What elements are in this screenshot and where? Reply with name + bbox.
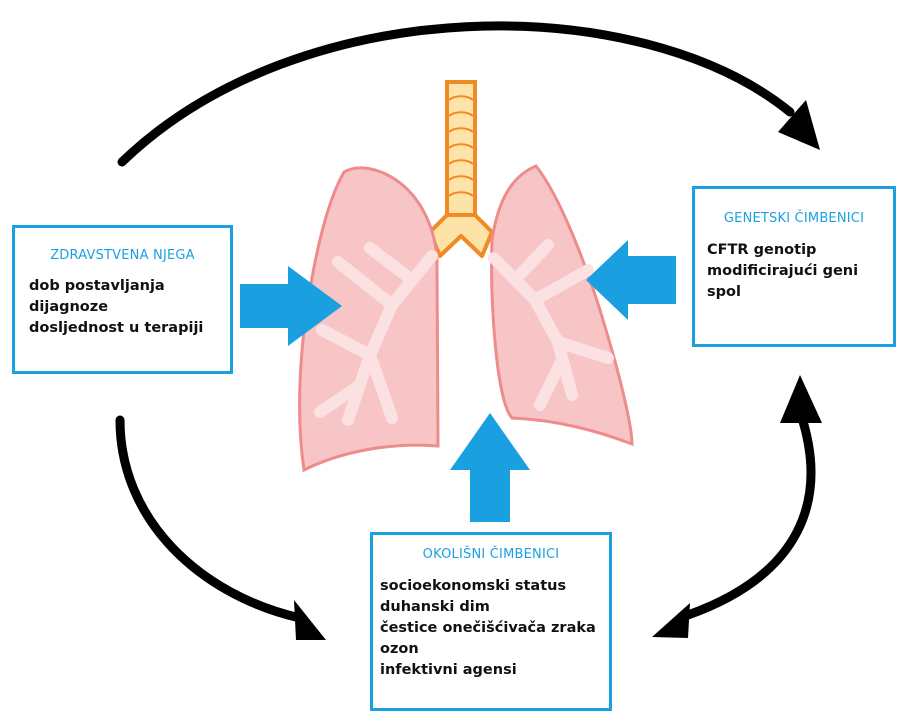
health-care-list: dob postavljanja dijagnoze dosljednost u… — [29, 276, 230, 339]
environmental-factors-item: duhanski dim — [380, 597, 609, 618]
left-arrowhead-icon — [294, 600, 326, 640]
environmental-factors-item: ozon — [380, 639, 609, 660]
health-care-box: ZDRAVSTVENA NJEGA dob postavljanja dijag… — [12, 225, 233, 374]
genetic-factors-item: spol — [707, 282, 893, 303]
right-up-arrowhead-icon — [780, 375, 822, 423]
environmental-factors-item: infektivni agensi — [380, 660, 609, 681]
health-care-title: ZDRAVSTVENA NJEGA — [15, 248, 230, 263]
right-arrowhead-icon — [652, 603, 690, 638]
environmental-factors-box: OKOLIŠNI ČIMBENICI socioekonomski status… — [370, 532, 612, 711]
trachea-icon — [430, 82, 492, 256]
genetic-factors-list: CFTR genotip modificirajući geni spol — [707, 240, 893, 303]
genetic-factors-box: GENETSKI ČIMBENICI CFTR genotip modifici… — [692, 186, 896, 347]
health-care-item: dob postavljanja — [29, 276, 230, 297]
right-lung-icon — [492, 166, 632, 444]
right-cycle-arrow — [688, 412, 811, 615]
health-care-item: dosljednost u terapiji — [29, 318, 230, 339]
arrow-up-to-lungs-icon — [450, 413, 530, 522]
environmental-factors-list: socioekonomski status duhanski dim česti… — [380, 576, 609, 681]
left-cycle-arrow — [120, 420, 300, 618]
genetic-factors-item: CFTR genotip — [707, 240, 893, 261]
health-care-item: dijagnoze — [29, 297, 230, 318]
genetic-factors-title: GENETSKI ČIMBENICI — [695, 211, 893, 226]
genetic-factors-item: modificirajući geni — [707, 261, 893, 282]
environmental-factors-title: OKOLIŠNI ČIMBENICI — [373, 547, 609, 562]
lungs-icon — [300, 82, 633, 470]
environmental-factors-item: socioekonomski status — [380, 576, 609, 597]
environmental-factors-item: čestice onečišćivača zraka — [380, 618, 609, 639]
